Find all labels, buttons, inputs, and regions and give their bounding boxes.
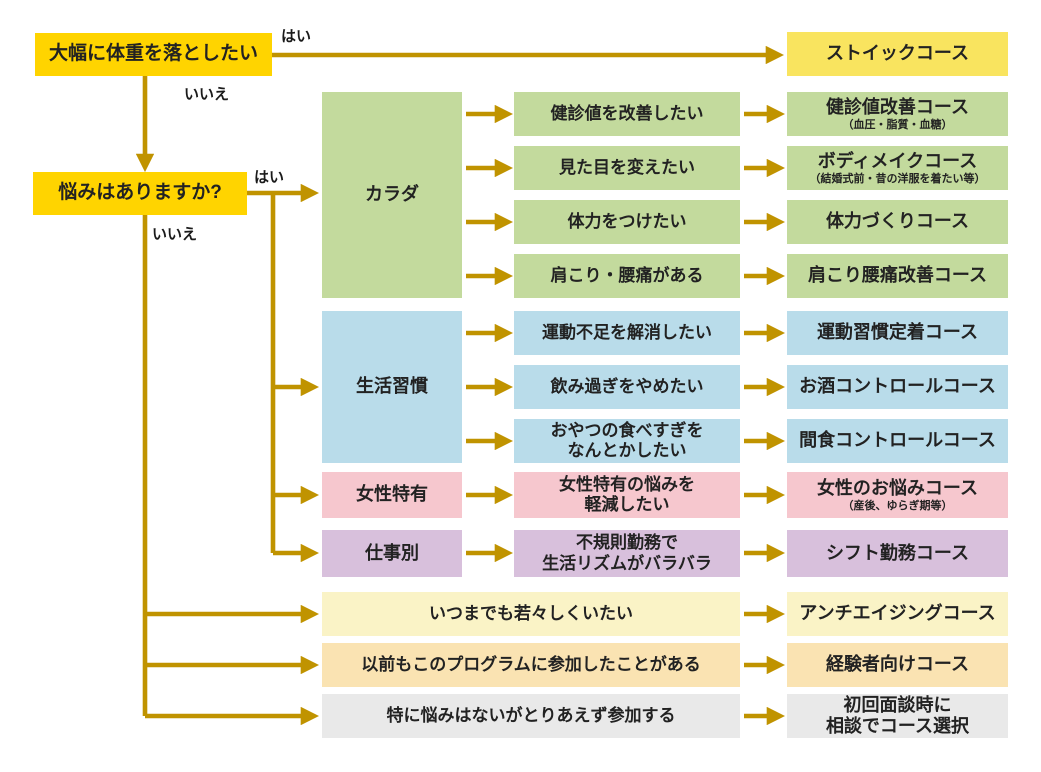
course-shift-label: シフト勤務コース: [825, 542, 970, 563]
course-kanshoku: 間食コントロールコース: [787, 419, 1008, 463]
course-bodymake: ボディメイクコース （結婚式前・昔の洋服を着たい等）: [787, 146, 1008, 190]
decision-have-concerns: 悩みはありますか?: [33, 172, 247, 215]
statement-wakawakashiku-label: いつまでも若々しくいたい: [429, 603, 633, 623]
statement-mitame: 見た目を変えたい: [514, 146, 740, 190]
category-josei-label: 女性特有: [356, 484, 428, 505]
course-kanshoku-label: 間食コントロールコース: [799, 430, 996, 451]
category-karada-label: カラダ: [365, 184, 419, 205]
category-shigoto-label: 仕事別: [365, 542, 419, 563]
course-osake-label: お酒コントロールコース: [799, 376, 996, 397]
statement-fukisoku: 不規則勤務で 生活リズムがバラバラ: [514, 530, 740, 577]
course-tairyoku-label: 体力づくりコース: [825, 211, 970, 232]
course-stoic: ストイックコース: [787, 32, 1008, 76]
course-keikensha: 経験者向けコース: [787, 643, 1008, 687]
course-undoushukan: 運動習慣定着コース: [787, 311, 1008, 355]
course-antiaging-label: アンチエイジングコース: [799, 603, 996, 624]
statement-nomisugi-label: 飲み過ぎをやめたい: [550, 376, 704, 396]
course-bodymake-label: ボディメイクコース: [817, 150, 978, 171]
course-shokai-mendan: 初回面談時に 相談でコース選択: [787, 694, 1008, 738]
course-shokai-mendan-label: 初回面談時に 相談でコース選択: [825, 694, 970, 736]
edge-label-yes-1: はい: [281, 28, 312, 45]
decision-lose-weight: 大幅に体重を落としたい: [35, 33, 272, 76]
course-josei-label: 女性のお悩みコース: [816, 477, 979, 498]
course-stoic-label: ストイックコース: [825, 43, 970, 64]
course-osake: お酒コントロールコース: [787, 365, 1008, 409]
course-keikensha-label: 経験者向けコース: [825, 654, 970, 675]
decision-lose-weight-label: 大幅に体重を落としたい: [48, 43, 258, 65]
course-josei: 女性のお悩みコース （産後、ゆらぎ期等）: [787, 472, 1008, 518]
course-antiaging: アンチエイジングコース: [787, 592, 1008, 636]
course-undoushukan-label: 運動習慣定着コース: [816, 322, 979, 343]
statement-tokuni-nayami-nai: 特に悩みはないがとりあえず参加する: [322, 694, 740, 738]
statement-oyatsu: おやつの食べすぎを なんとかしたい: [514, 419, 740, 463]
course-josei-note: （産後、ゆらぎ期等）: [842, 499, 953, 512]
statement-kenshin: 健診値を改善したい: [514, 92, 740, 136]
category-karada: カラダ: [322, 92, 462, 298]
category-seikatsu: 生活習慣: [322, 311, 462, 463]
edge-label-no-1: いいえ: [184, 86, 230, 103]
statement-oyatsu-label: おやつの食べすぎを なんとかしたい: [550, 420, 704, 460]
course-bodymake-note: （結婚式前・昔の洋服を着たい等）: [809, 172, 986, 185]
statement-tairyoku-label: 体力をつけたい: [567, 211, 687, 231]
category-josei: 女性特有: [322, 472, 462, 518]
statement-katakori-label: 肩こり・腰痛がある: [550, 265, 704, 285]
course-katakori: 肩こり腰痛改善コース: [787, 254, 1008, 298]
category-seikatsu-label: 生活習慣: [356, 376, 428, 397]
statement-undoubusoku: 運動不足を解消したい: [514, 311, 740, 355]
statement-mitame-label: 見た目を変えたい: [559, 157, 695, 177]
statement-izen: 以前もこのプログラムに参加したことがある: [322, 643, 740, 687]
statement-tokuni-nayami-nai-label: 特に悩みはないがとりあえず参加する: [386, 705, 676, 725]
course-tairyoku: 体力づくりコース: [787, 200, 1008, 244]
edge-label-no-2: いいえ: [152, 226, 198, 243]
statement-kenshin-label: 健診値を改善したい: [550, 103, 704, 123]
edge-label-yes-2: はい: [254, 169, 285, 186]
decision-have-concerns-label: 悩みはありますか?: [58, 182, 222, 204]
course-kenshin-label: 健診値改善コース: [825, 96, 970, 117]
statement-nomisugi: 飲み過ぎをやめたい: [514, 365, 740, 409]
category-shigoto: 仕事別: [322, 530, 462, 577]
statement-josei: 女性特有の悩みを 軽減したい: [514, 472, 740, 518]
statement-josei-label: 女性特有の悩みを 軽減したい: [559, 474, 695, 514]
statement-fukisoku-label: 不規則勤務で 生活リズムがバラバラ: [542, 533, 712, 573]
course-katakori-label: 肩こり腰痛改善コース: [807, 265, 988, 286]
course-kenshin: 健診値改善コース （血圧・脂質・血糖）: [787, 92, 1008, 136]
course-kenshin-note: （血圧・脂質・血糖）: [842, 118, 953, 131]
statement-undoubusoku-label: 運動不足を解消したい: [542, 322, 712, 342]
statement-wakawakashiku: いつまでも若々しくいたい: [322, 592, 740, 636]
statement-tairyoku: 体力をつけたい: [514, 200, 740, 244]
course-shift: シフト勤務コース: [787, 530, 1008, 577]
statement-katakori: 肩こり・腰痛がある: [514, 254, 740, 298]
statement-izen-label: 以前もこのプログラムに参加したことがある: [361, 654, 701, 674]
